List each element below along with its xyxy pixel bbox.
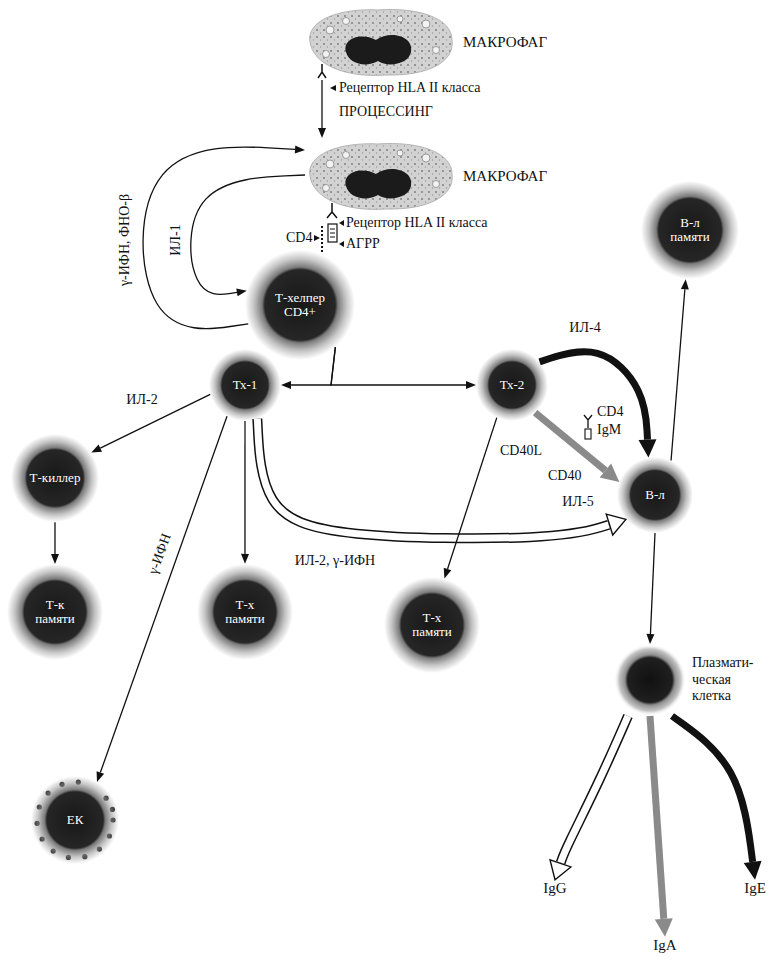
th1-cell: Тх-1 [209,349,281,421]
connector [561,716,628,863]
arrow-body [244,421,245,554]
memory-t-cell: Т-х памяти [384,577,480,673]
signal-label: γ-ИФН [145,531,174,576]
signal-label: ИЛ-1 [168,224,184,255]
receptor-symbol [327,203,337,218]
arrow-body [331,347,466,385]
signal-label: ИЛ-4 [569,320,600,336]
memory-b-cell: В-л памяти [641,181,740,280]
connectors [55,80,753,919]
connector [244,421,245,554]
node-text: Тх-1 [233,378,258,392]
macrophage: МАКРОФАГ [305,4,551,80]
molecule-label: CD4 [286,230,312,246]
b-cell: В-л [617,457,693,533]
memory-t-cell: Т-к памяти [7,564,103,660]
vesicle [323,51,330,58]
macrophage: МАКРОФАГ [305,138,551,214]
antibody-class: IgA [653,937,676,954]
antibody-class: IgE [744,880,766,897]
arrow-outline [257,419,608,538]
macrophage-body [310,10,453,76]
signal-label: ПРОЦЕССИНГ [339,104,433,120]
pointer [339,241,344,247]
arrow-body [650,533,655,634]
molecule-label: CD40L [500,443,542,459]
arrow-body [671,289,685,460]
node-text: МАКРОФАГ [463,168,547,185]
node-text: В-л памяти [664,216,716,245]
connector [322,80,323,128]
connector [54,522,55,554]
nk-cell: ЕК [31,776,119,864]
connector [650,533,655,634]
t-helper-cell: Т-хелпер CD4+ [245,250,355,360]
receptor-symbol [585,429,591,439]
molecule-label: CD40 [548,468,581,484]
arrow-body [535,413,605,471]
connector [535,413,605,471]
connector [448,418,497,569]
arrow-body [672,716,753,862]
node-text: МАКРОФАГ [463,34,547,51]
node-text: Т-х памяти [407,611,457,640]
node-text: Т-х памяти [220,598,270,627]
arrow-body [561,716,628,863]
molecule-label: CD4 [597,404,623,420]
receptor-symbol [318,64,326,78]
plasma-cell-drawing [614,644,686,716]
connector [671,289,685,460]
node-text: Т-киллер [30,471,81,485]
connector [672,716,753,862]
vesicle [433,47,440,54]
node-text: IgE [744,880,766,897]
plasma-cell: Плазмати- ческая клетка [612,644,770,716]
node-text: IgG [543,880,566,897]
connector [257,419,608,538]
signal-label: γ-ИФН, ФНО-β [117,194,133,286]
pointer [314,235,320,241]
t-killer-cell: Т-киллер [11,434,100,523]
pointer [330,85,336,91]
node-text: Плазмати- ческая клетка [692,655,766,705]
receptor-label: Рецептор HLA II класса [346,215,488,231]
macrophage-drawing [310,144,453,210]
vesicle [343,18,350,25]
signal-label: ИЛ-5 [562,494,593,510]
macrophage-drawing [310,10,453,76]
node-text: В-л [645,488,665,502]
tcr-symbol [330,229,335,237]
signal-label: ИЛ-2 [126,392,157,408]
memory-t-cell: Т-х памяти [197,564,293,660]
arrow-outline [561,716,628,863]
macrophage-nucleus [345,35,411,64]
vesicle [422,20,430,28]
antibody-class: IgG [543,880,566,897]
receptor-symbol [584,415,592,428]
arrow-body [321,80,322,128]
arrow-body [650,716,664,919]
node-text: IgA [653,937,676,954]
th2-cell: Тх-2 [476,349,548,421]
molecule-label: АГРР [346,236,380,252]
receptor-label: Рецептор HLA II класса [339,80,481,96]
node-text: Т-к памяти [30,598,80,627]
tcr-symbol [328,224,337,242]
node-text: ЕК [67,813,84,827]
arrow-body [448,418,497,569]
node-text: Тх-2 [500,378,525,392]
vesicle [397,16,403,22]
signal-label: ИЛ-2, γ-ИФН [295,553,375,569]
node-text: Т-хелпер CD4+ [270,291,330,320]
arrow-body [257,419,608,538]
cd4-symbol [321,226,323,252]
arrow-body [54,522,55,554]
connector [331,347,466,385]
molecule-label: IgM [597,422,621,438]
pointer [339,220,344,226]
vesicle [326,26,334,34]
connector [650,716,664,919]
